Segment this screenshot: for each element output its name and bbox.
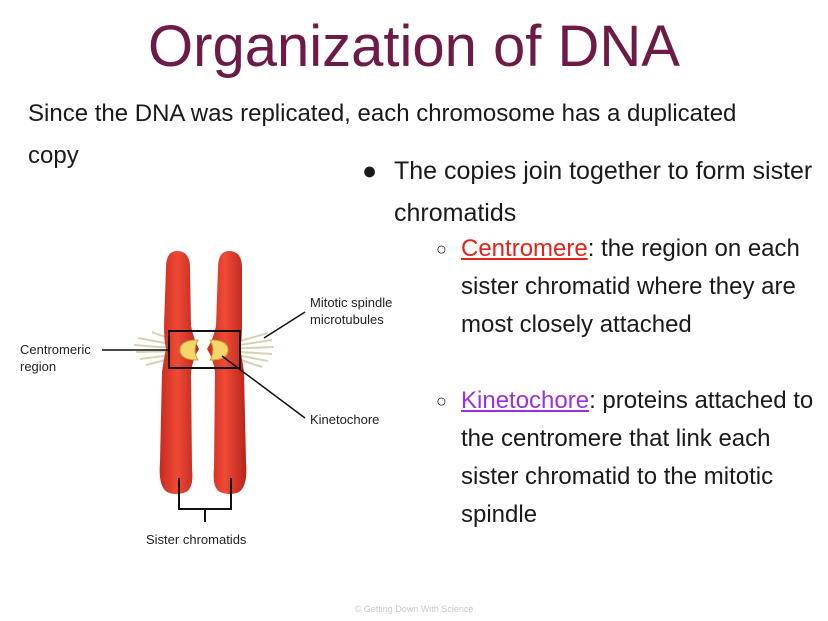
centromere-definition: : the region on each sister chromatid wh… <box>461 235 800 338</box>
label-sister-chromatids: Sister chromatids <box>146 532 247 547</box>
main-bullet-text: The copies join together to form sister … <box>394 157 813 227</box>
centromere-link[interactable]: Centromere <box>461 235 588 262</box>
label-mitotic-spindle-line1: Mitotic spindle <box>310 295 392 310</box>
kinetochore-left <box>179 339 199 361</box>
kinetochore-leader-line <box>221 355 306 419</box>
label-centromeric-line1: Centromeric <box>20 342 91 357</box>
sub-bullet-text: Centromere: the region on each sister ch… <box>461 230 823 344</box>
kinetochore-link[interactable]: Kinetochore <box>461 387 590 414</box>
sub-bullet-marker: ○ <box>436 391 447 411</box>
footer-credit: © Getting Down With Science <box>354 604 474 614</box>
intro-text: Since the DNA was replicated, each chrom… <box>28 100 737 169</box>
label-kinetochore: Kinetochore <box>310 412 379 427</box>
label-mitotic-spindle-line2: microtubules <box>310 312 384 327</box>
sister-chromatids-bracket <box>178 478 232 522</box>
left-chromatid <box>159 251 199 494</box>
chromosome-diagram: Mitotic spindle microtubules Centromeric… <box>20 251 392 547</box>
spindle-leader-line <box>263 311 306 339</box>
slide-title: Organization of DNA <box>148 14 680 79</box>
bullet-marker: ● <box>362 157 378 185</box>
right-chromatid <box>207 251 247 494</box>
sub-bullet-marker: ○ <box>436 239 447 259</box>
sub-bullet-text: Kinetochore: proteins attached to the ce… <box>461 382 823 534</box>
kinetochore-definition: : proteins attached to the centromere th… <box>461 387 814 528</box>
label-centromeric-line2: region <box>20 359 56 374</box>
